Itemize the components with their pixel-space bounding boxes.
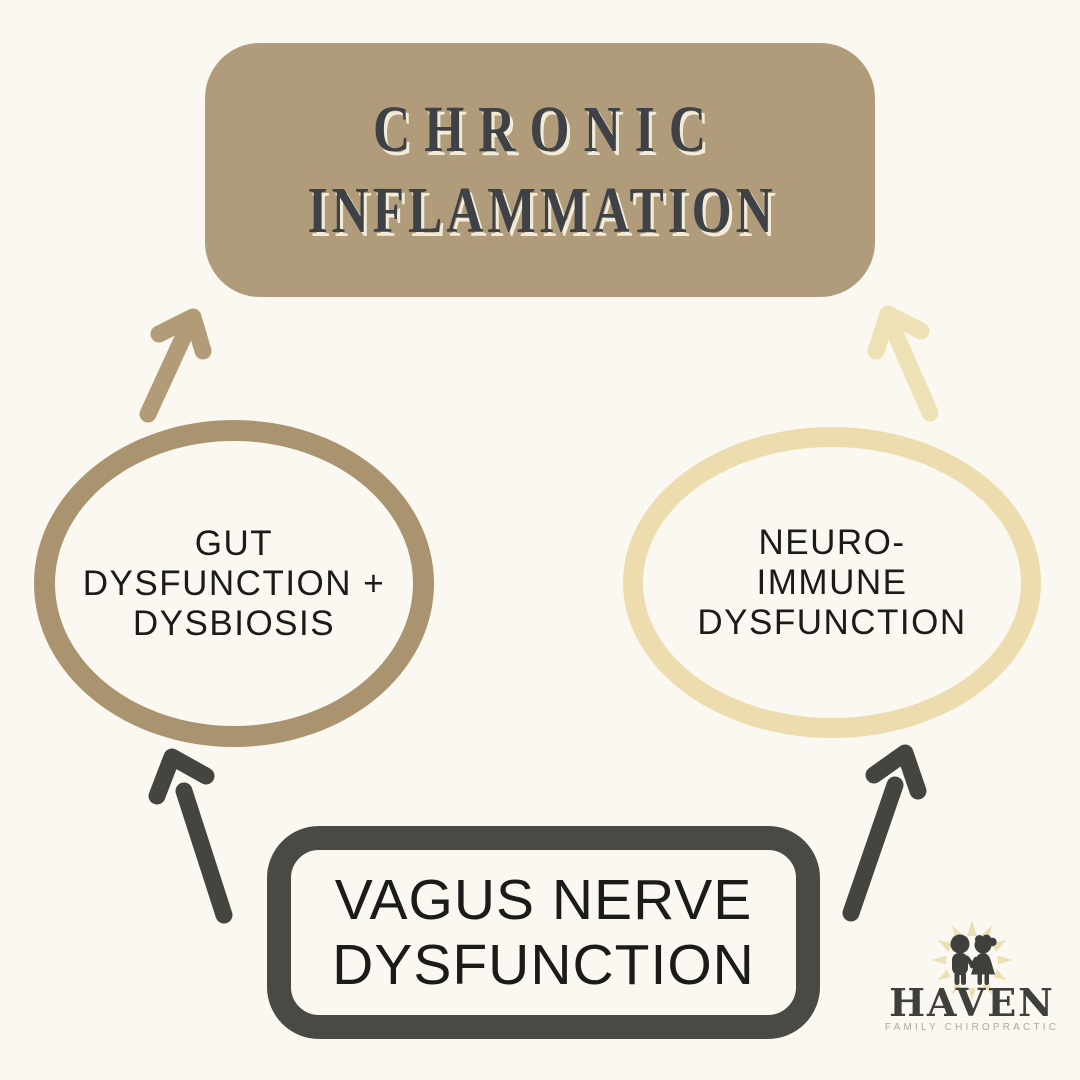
neuro-immune-label: NEURO- IMMUNE DYSFUNCTION bbox=[697, 522, 967, 642]
vagus-nerve-node: VAGUS NERVE DYSFUNCTION bbox=[267, 826, 820, 1039]
arrow-neuro-to-inflammation-icon bbox=[867, 305, 939, 422]
haven-logo: HAVEN FAMILY CHIROPRACTIC bbox=[885, 920, 1059, 1033]
title-line-2: INFLAMMATION bbox=[307, 174, 777, 247]
logo-tagline: FAMILY CHIROPRACTIC bbox=[885, 1022, 1059, 1033]
gut-dysfunction-node: GUT DYSFUNCTION + DYSBIOSIS bbox=[34, 420, 434, 747]
chronic-inflammation-box: CHRONIC INFLAMMATION bbox=[205, 43, 875, 297]
vagus-line-1: VAGUS NERVE bbox=[334, 867, 753, 932]
arrow-vagus-to-gut-icon bbox=[148, 748, 233, 924]
vagus-line-2: DYSFUNCTION bbox=[332, 932, 755, 997]
title-line-1: CHRONIC bbox=[373, 93, 721, 166]
arrow-gut-to-inflammation-icon bbox=[139, 308, 212, 423]
arrow-vagus-to-neuro-icon bbox=[842, 744, 927, 922]
logo-name: HAVEN bbox=[889, 980, 1055, 1025]
children-icon bbox=[950, 934, 997, 985]
neuro-immune-node: NEURO- IMMUNE DYSFUNCTION bbox=[623, 427, 1041, 738]
gut-dysfunction-label: GUT DYSFUNCTION + DYSBIOSIS bbox=[82, 523, 386, 643]
